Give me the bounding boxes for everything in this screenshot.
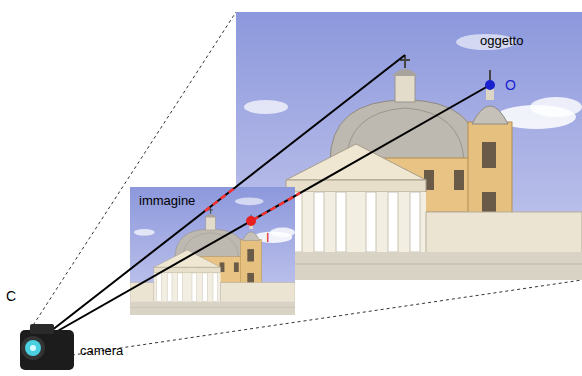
point-label: I — [266, 231, 270, 244]
point-label: O — [505, 78, 516, 92]
panel-label: oggetto — [480, 34, 523, 47]
center-label: C — [6, 289, 16, 303]
camera-label: camera — [80, 344, 123, 357]
camera-icon — [20, 324, 74, 370]
panel-label: immagine — [139, 194, 195, 207]
